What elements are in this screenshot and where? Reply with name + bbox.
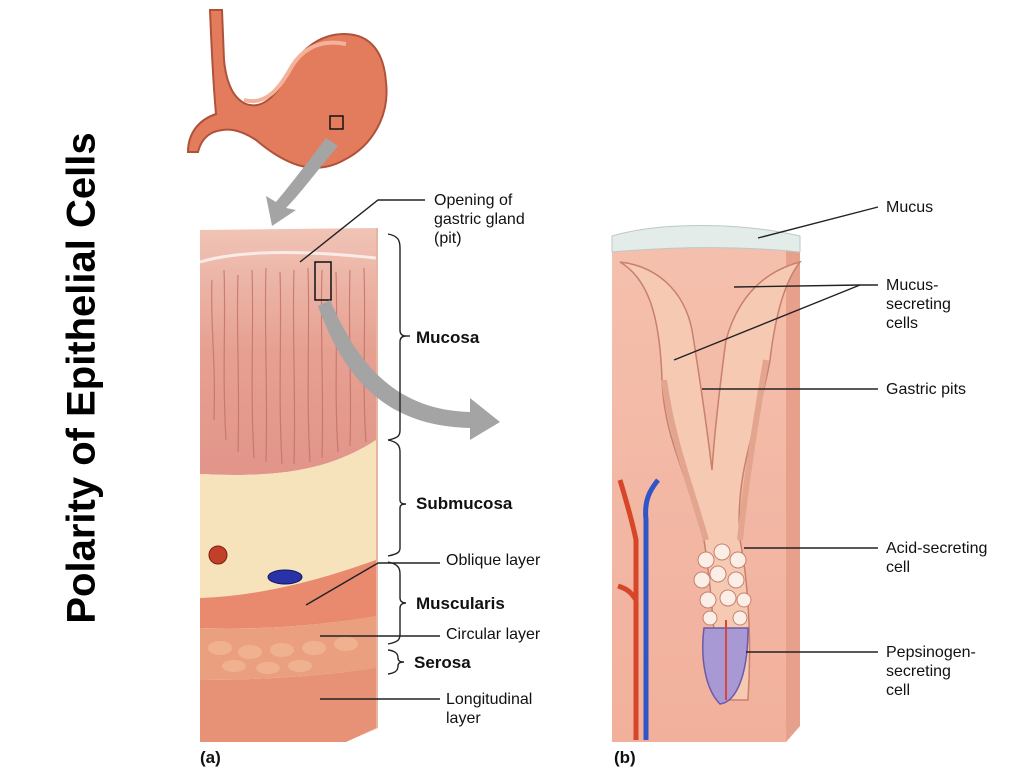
curved-arrow-to-b bbox=[318, 300, 500, 440]
panel-b-letter: (b) bbox=[614, 748, 636, 767]
label-circular-layer: Circular layer bbox=[446, 626, 541, 643]
label-longitudinal-layer: Longitudinal layer bbox=[446, 691, 533, 727]
label-mucosa: Mucosa bbox=[416, 328, 480, 347]
label-serosa: Serosa bbox=[414, 653, 471, 672]
label-pepsinogen-secreting-cell: Pepsinogen- secreting cell bbox=[886, 644, 976, 699]
leader-lines-a bbox=[299, 199, 440, 700]
label-acid-secreting-cell: Acid-secreting cell bbox=[886, 540, 988, 576]
curved-arrow-stomach bbox=[266, 138, 338, 226]
panel-a-letter: (a) bbox=[200, 748, 221, 767]
label-mucus-secreting-cells: Mucus- secreting cells bbox=[886, 277, 951, 332]
label-opening-gastric-gland: Opening of gastric gland (pit) bbox=[434, 192, 525, 247]
label-mucus: Mucus bbox=[886, 199, 934, 216]
slide-title: Polarity of Epithelial Cells bbox=[59, 132, 104, 624]
label-gastric-pits: Gastric pits bbox=[886, 381, 967, 398]
wall-section-block bbox=[199, 228, 378, 742]
label-submucosa: Submucosa bbox=[416, 494, 513, 513]
stomach-icon bbox=[186, 9, 388, 169]
label-muscularis: Muscularis bbox=[416, 594, 505, 613]
label-oblique-layer: Oblique layer bbox=[446, 552, 541, 569]
leader-lines-b bbox=[673, 206, 879, 653]
stomach-magnify-box bbox=[329, 115, 344, 130]
gastric-gland-block bbox=[611, 225, 802, 742]
mucosa-magnify-box bbox=[314, 261, 332, 301]
